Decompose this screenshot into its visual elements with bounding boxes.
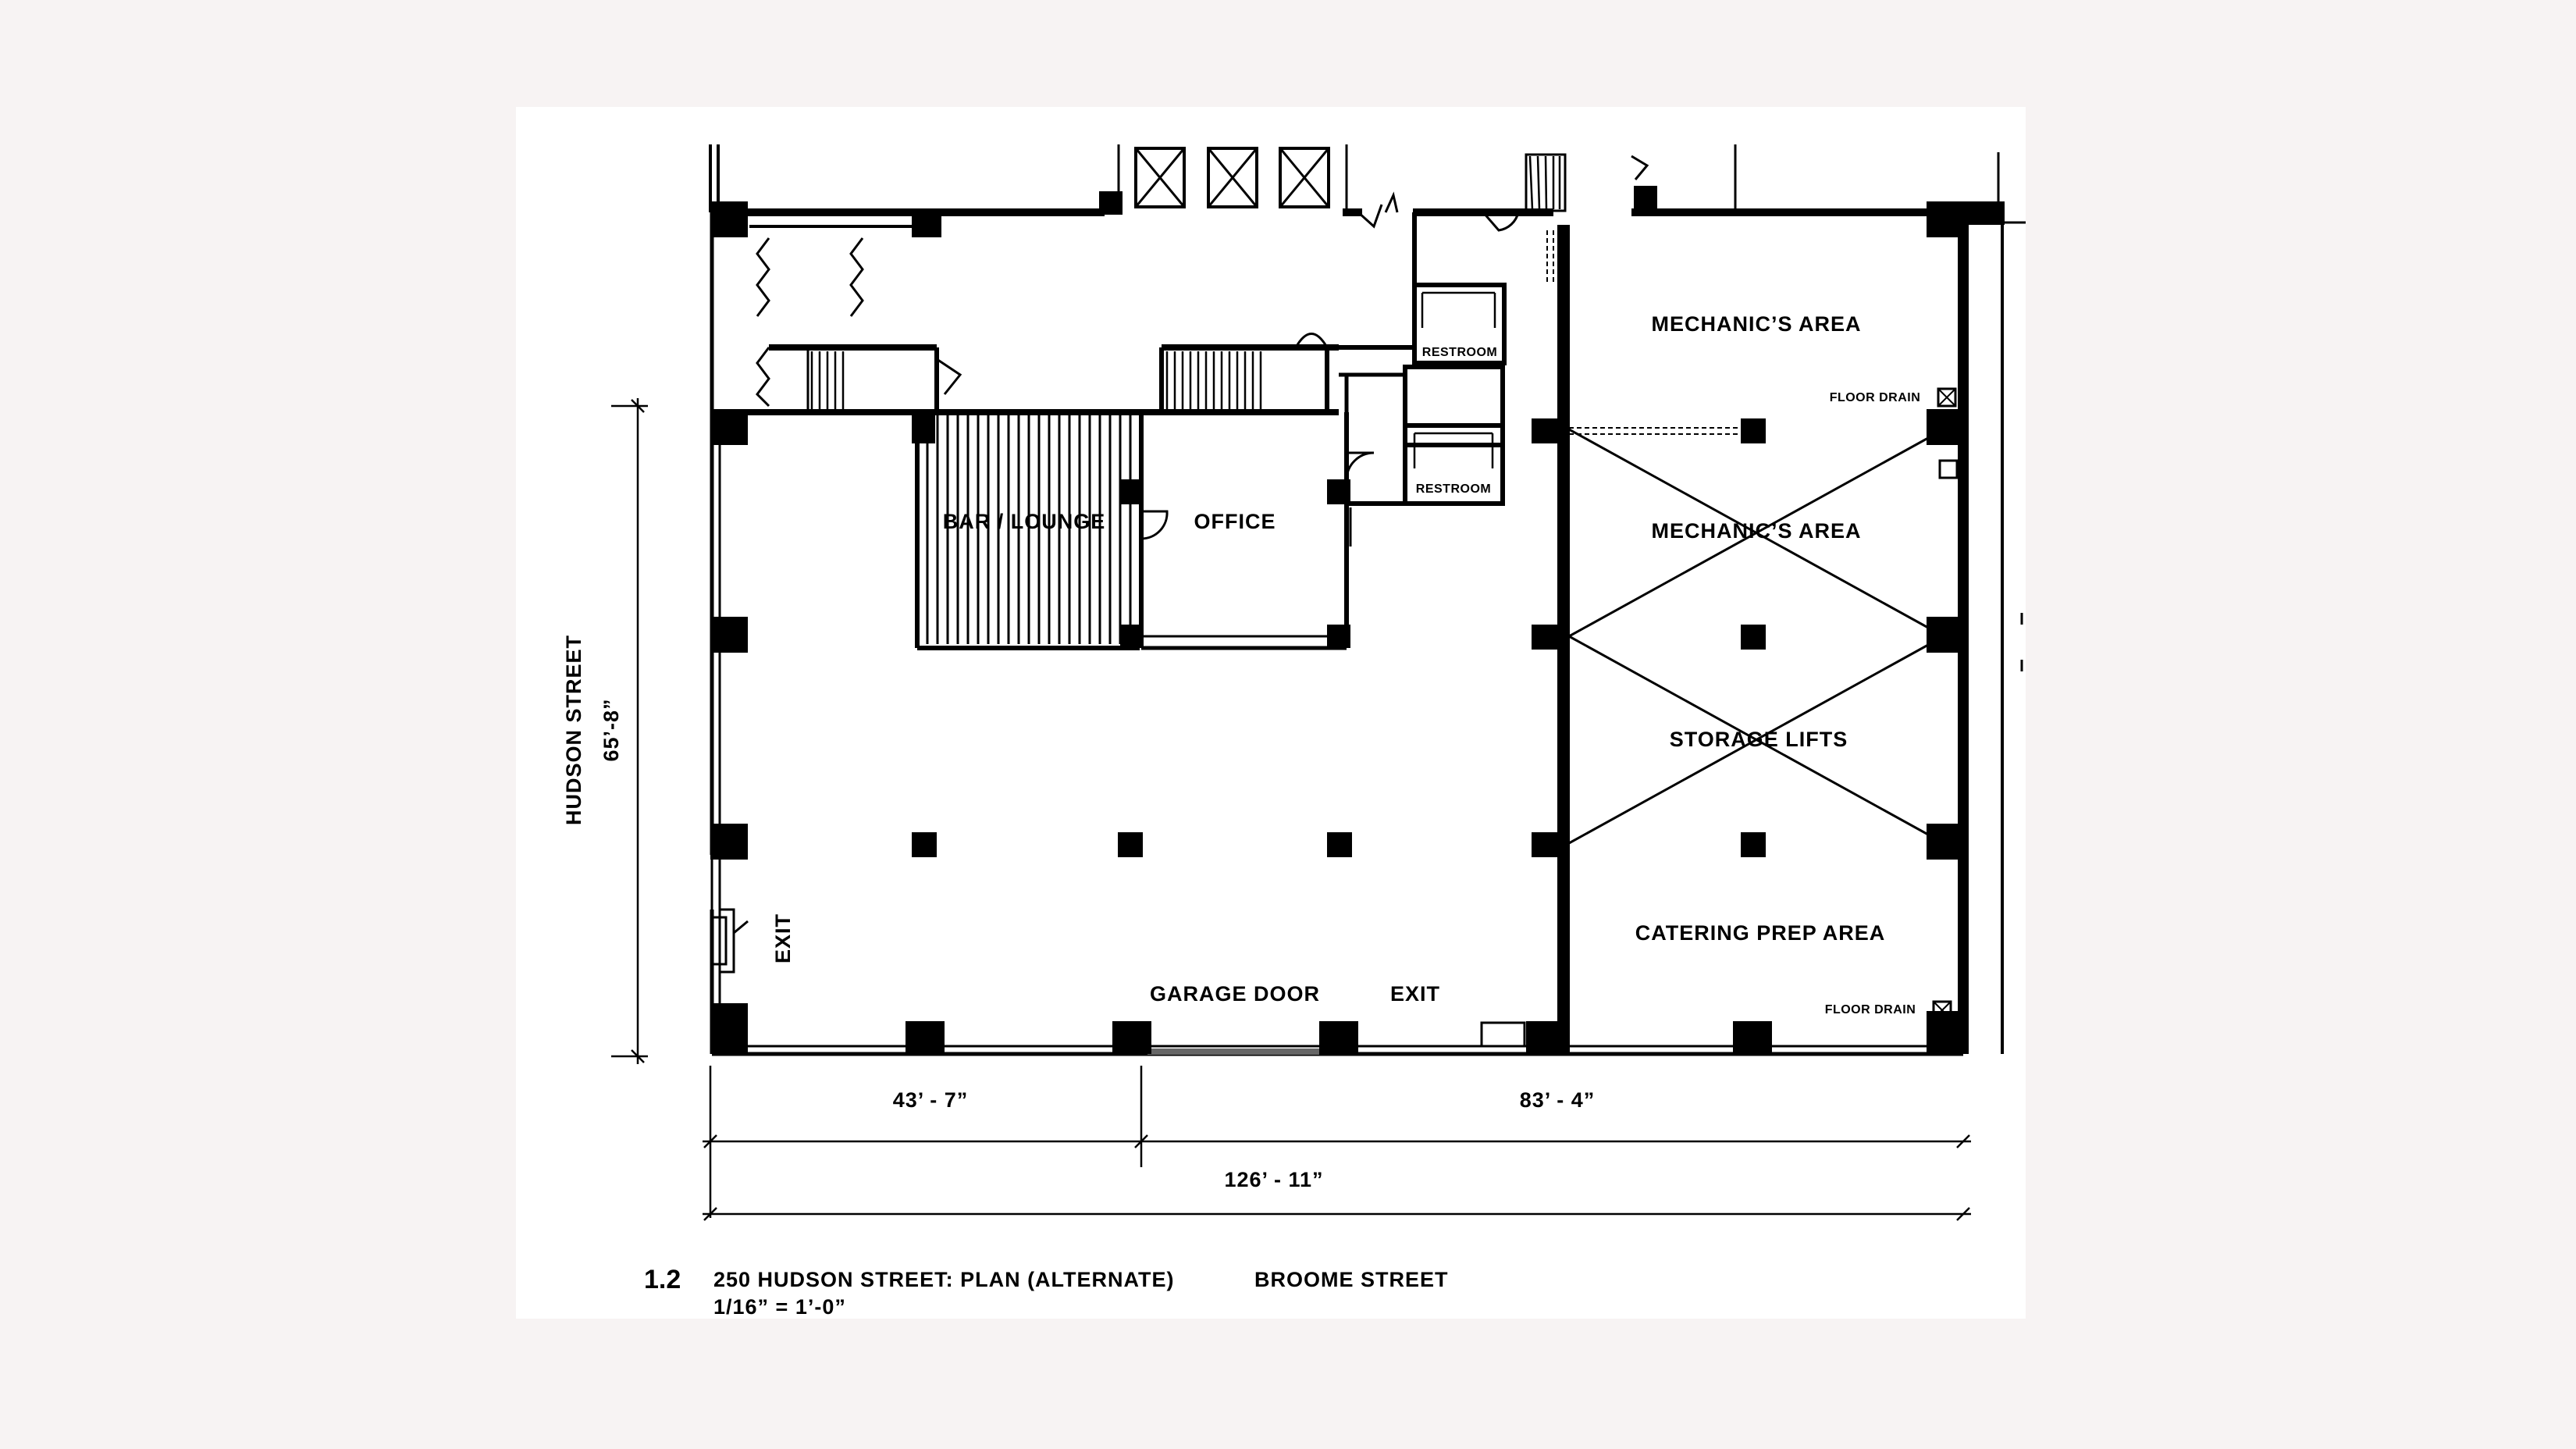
label-floor-drain-2: FLOOR DRAIN	[1825, 1003, 1916, 1016]
room-label-mechanics-area-1: MECHANIC’S AREA	[1651, 312, 1861, 336]
exterior-walls	[709, 144, 2026, 1056]
figure-title: 250 HUDSON STREET: PLAN (ALTERNATE)	[713, 1268, 1175, 1291]
dimension-right-width: 83’ - 4”	[1520, 1088, 1596, 1112]
room-label-restroom-2: RESTROOM	[1416, 482, 1491, 496]
street-label-broome: BROOME STREET	[1254, 1268, 1449, 1291]
stair-treads	[810, 155, 1561, 468]
room-label-storage-lifts: STORAGE LIFTS	[1670, 728, 1848, 751]
office-walls	[1139, 412, 1352, 650]
room-label-bar-lounge: BAR / LOUNGE	[943, 510, 1106, 533]
room-label-restroom-1: RESTROOM	[1422, 346, 1497, 359]
dimension-depth: 65’-8”	[600, 698, 623, 761]
room-label-office: OFFICE	[1194, 510, 1276, 533]
figure-number: 1.2	[644, 1265, 681, 1294]
bar-lounge-hatch	[915, 414, 1140, 650]
corridor-and-stairs	[712, 144, 1737, 506]
label-exit-side: EXIT	[771, 913, 795, 963]
figure-scale: 1/16” = 1’-0”	[713, 1295, 846, 1319]
label-exit-bottom: EXIT	[1390, 982, 1440, 1006]
room-label-catering-prep-area: CATERING PREP AREA	[1635, 921, 1886, 945]
side-exit-notch	[710, 855, 749, 999]
drawing-sheet	[516, 107, 2026, 1319]
dimension-left-width: 43’ - 7”	[893, 1088, 969, 1112]
dimension-total-width: 126’ - 11”	[1224, 1168, 1323, 1191]
structural-columns	[710, 186, 2005, 1054]
label-floor-drain-1: FLOOR DRAIN	[1830, 391, 1921, 404]
street-label-hudson: HUDSON STREET	[562, 635, 585, 825]
bay-diagonals	[1480, 230, 2023, 1048]
room-label-mechanics-area-2: MECHANIC’S AREA	[1651, 519, 1861, 543]
label-garage-door: GARAGE DOOR	[1150, 982, 1320, 1006]
dimension-lines	[611, 398, 1971, 1221]
